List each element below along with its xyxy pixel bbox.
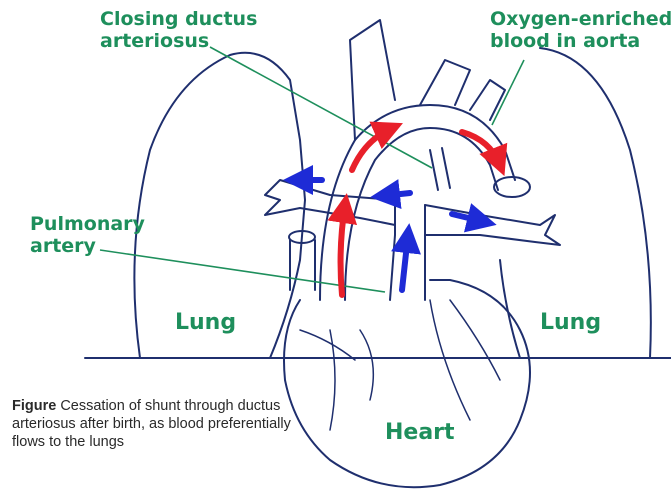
left-vessel-stub xyxy=(290,240,315,290)
heart-vessel-lines xyxy=(300,300,500,430)
oxygen-enriched-line2: blood in aorta xyxy=(490,30,671,52)
closing-ductus-label: Closing ductus arteriosus xyxy=(100,8,257,52)
right-pulmonary-branch xyxy=(425,205,560,245)
aorta-opening xyxy=(494,177,530,197)
right-lung-label: Lung xyxy=(540,310,601,335)
blue-arrow-trunk xyxy=(402,235,408,290)
left-lung-label: Lung xyxy=(175,310,236,335)
red-arrow-arch-right xyxy=(462,132,500,165)
pulmonary-artery-line1: Pulmonary xyxy=(30,213,145,235)
pulmonary-artery-label: Pulmonary artery xyxy=(30,213,145,257)
figure-caption-prefix: Figure xyxy=(12,398,56,414)
heart-label: Heart xyxy=(385,420,455,445)
ductus-leader-line xyxy=(210,47,432,168)
aorta-leader-line xyxy=(492,60,524,125)
closing-ductus-line2: arteriosus xyxy=(100,30,257,52)
pulmonary-artery-line2: artery xyxy=(30,235,145,257)
aortic-arch xyxy=(320,105,515,300)
closing-ductus-line1: Closing ductus xyxy=(100,8,257,30)
blue-arrow-left xyxy=(382,193,410,196)
red-arrow-ascending xyxy=(341,205,345,295)
ductus-arteriosus xyxy=(430,148,450,190)
heart-outline xyxy=(284,280,530,487)
oxygen-enriched-line1: Oxygen-enriched xyxy=(490,8,671,30)
oxygen-enriched-label: Oxygen-enriched blood in aorta xyxy=(490,8,671,52)
